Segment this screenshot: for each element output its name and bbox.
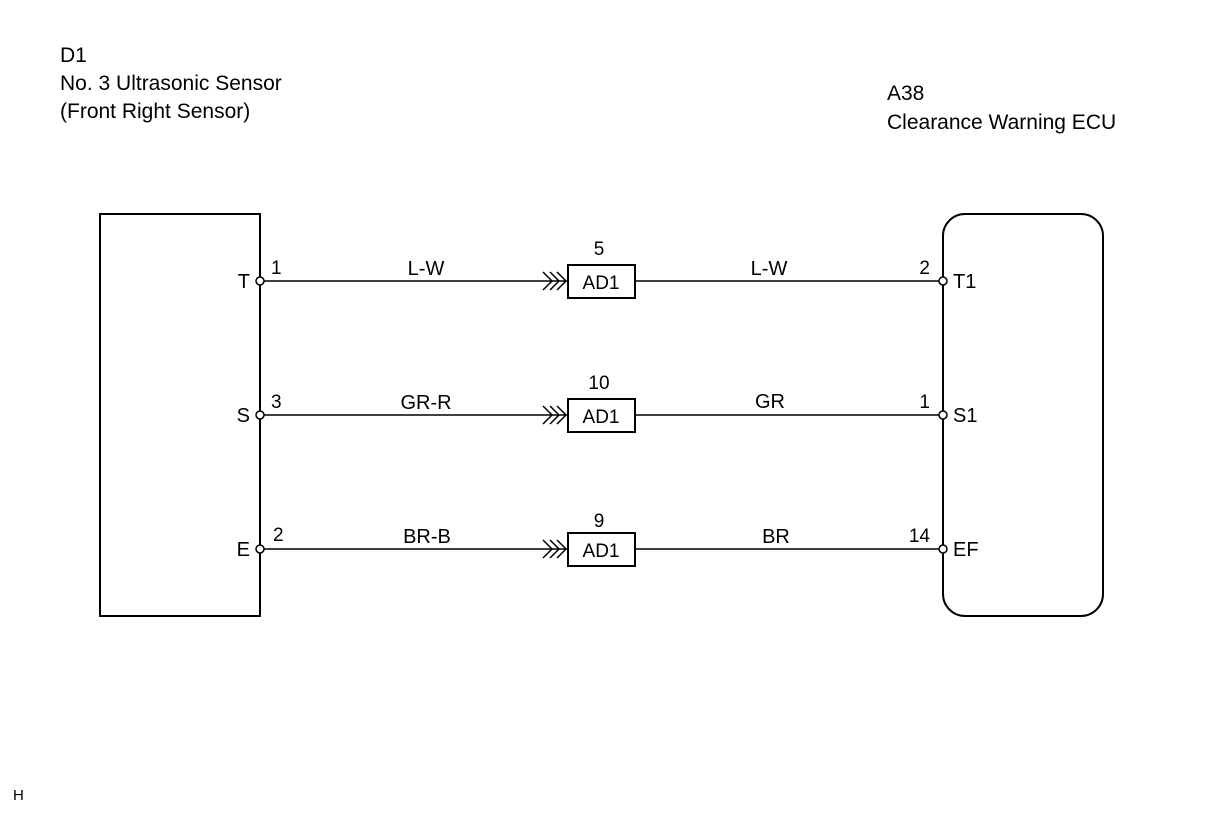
right-component-name: Clearance Warning ECU [887,111,1116,134]
terminal-left-2 [255,410,265,420]
connector-pin-1: 5 [594,239,605,260]
right-pin-num-2: 1 [919,392,930,413]
circuit-row-3: E 2 BR-B 9 AD1 BR 14 EF [237,511,979,567]
left-pin-num-1: 1 [271,258,282,279]
left-wire-color-2: GR-R [400,392,451,414]
left-component-code: D1 [60,44,87,67]
connector-label-2: AD1 [583,407,620,428]
left-pin-name-1: T [238,271,250,293]
connector-box-2 [567,398,636,433]
connector-pin-2: 10 [588,373,609,394]
left-component-subname: (Front Right Sensor) [60,100,250,123]
right-component-code: A38 [887,82,924,105]
right-pin-name-2: S1 [953,405,977,427]
connector-box-1 [567,264,636,299]
left-pin-num-3: 2 [273,525,284,546]
connector-arrow-icon [542,405,568,425]
left-component-name: No. 3 Ultrasonic Sensor [60,72,282,95]
connector-arrow-icon [542,539,568,559]
connector-pin-3: 9 [594,511,605,532]
terminal-left-3 [255,544,265,554]
right-wire-color-3: BR [762,526,790,548]
right-pin-name-3: EF [953,539,979,561]
left-pin-num-2: 3 [271,392,282,413]
connector-label-1: AD1 [583,273,620,294]
connector-box-3 [567,532,636,567]
right-pin-num-3: 14 [909,526,931,547]
terminal-right-3 [938,544,948,554]
left-pin-name-2: S [237,405,250,427]
terminal-right-2 [938,410,948,420]
connector-arrow-icon [542,271,568,291]
right-pin-name-1: T1 [953,271,976,293]
terminal-left-1 [255,276,265,286]
circuit-row-2: S 3 GR-R 10 AD1 GR 1 S1 [237,373,977,433]
right-wire-color-2: GR [755,391,785,413]
terminal-right-1 [938,276,948,286]
right-wire-color-1: L-W [751,258,788,280]
corner-label: H [13,787,24,804]
left-wire-color-1: L-W [408,258,445,280]
right-pin-num-1: 2 [919,258,930,279]
circuit-row-1: T 1 L-W 5 AD1 L-W 2 T1 [238,239,976,299]
left-pin-name-3: E [237,539,250,561]
left-wire-color-3: BR-B [403,526,451,548]
connector-label-3: AD1 [583,541,620,562]
